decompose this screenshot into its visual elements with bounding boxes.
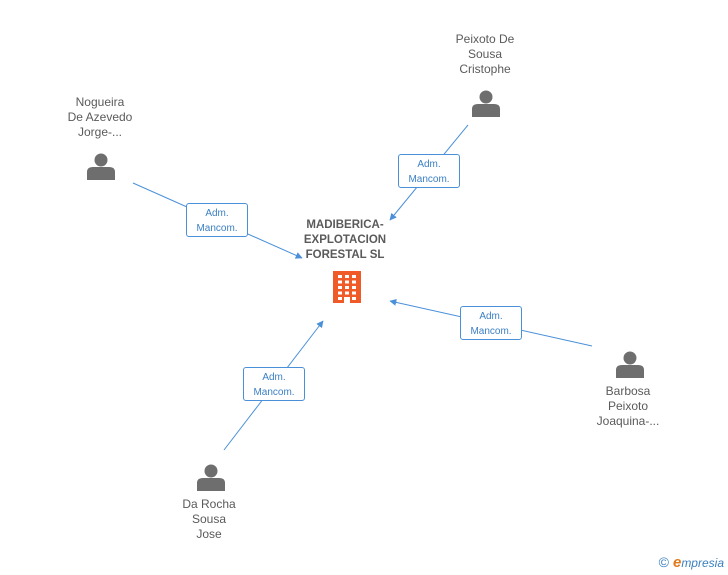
company-name-line: MADIBERICA- bbox=[306, 219, 384, 231]
person-name-line: Cristophe bbox=[459, 62, 511, 76]
person-label-nogueira[interactable]: Nogueira De Azevedo Jorge-... bbox=[68, 95, 133, 140]
footer-brand: ©empresia bbox=[659, 554, 724, 571]
relation-role: Mancom. bbox=[196, 223, 238, 234]
relation-badge-nogueira[interactable]: Adm. Mancom. bbox=[186, 203, 248, 237]
person-name-line: Jose bbox=[196, 527, 222, 541]
relation-role: Mancom. bbox=[408, 174, 450, 185]
person-icon[interactable] bbox=[472, 90, 500, 118]
relation-role: Mancom. bbox=[253, 387, 295, 398]
relation-role: Adm. bbox=[205, 208, 229, 219]
person-label-barbosa[interactable]: Barbosa Peixoto Joaquina-... bbox=[597, 384, 660, 429]
relation-role: Adm. bbox=[417, 159, 441, 170]
person-name-line: De Azevedo bbox=[67, 110, 133, 124]
relation-badge-darocha[interactable]: Adm. Mancom. bbox=[243, 367, 305, 401]
person-name-line: Da Rocha bbox=[182, 497, 236, 511]
company-name-line: FORESTAL SL bbox=[305, 249, 385, 261]
person-name-line: Jorge-... bbox=[77, 125, 122, 139]
relation-badge-barbosa[interactable]: Adm. Mancom. bbox=[460, 306, 522, 340]
person-icon[interactable] bbox=[616, 351, 644, 379]
person-name-line: Joaquina-... bbox=[596, 414, 660, 428]
relation-role: Mancom. bbox=[470, 326, 512, 337]
relation-role: Adm. bbox=[479, 311, 503, 322]
person-name-line: Peixoto De bbox=[455, 32, 515, 46]
company-name-line: EXPLOTACION bbox=[303, 234, 387, 246]
brand-logo-text: mpresia bbox=[681, 556, 724, 570]
person-icon[interactable] bbox=[87, 153, 115, 181]
person-label-darocha[interactable]: Da Rocha Sousa Jose bbox=[182, 497, 235, 542]
company-name[interactable]: MADIBERICA- EXPLOTACION FORESTAL SL bbox=[304, 218, 386, 263]
person-name-line: Sousa bbox=[467, 47, 503, 61]
person-icon[interactable] bbox=[197, 464, 225, 492]
relation-badge-peixoto[interactable]: Adm. Mancom. bbox=[398, 154, 460, 188]
person-name-line: Barbosa bbox=[605, 384, 651, 398]
brand-logo-mark: e bbox=[672, 554, 682, 571]
copyright-icon: © bbox=[658, 554, 669, 570]
building-icon[interactable] bbox=[333, 271, 361, 303]
person-name-line: Peixoto bbox=[607, 399, 649, 413]
relation-role: Adm. bbox=[262, 372, 286, 383]
person-label-peixoto[interactable]: Peixoto De Sousa Cristophe bbox=[456, 32, 515, 77]
person-name-line: Sousa bbox=[191, 512, 227, 526]
person-name-line: Nogueira bbox=[75, 95, 125, 109]
